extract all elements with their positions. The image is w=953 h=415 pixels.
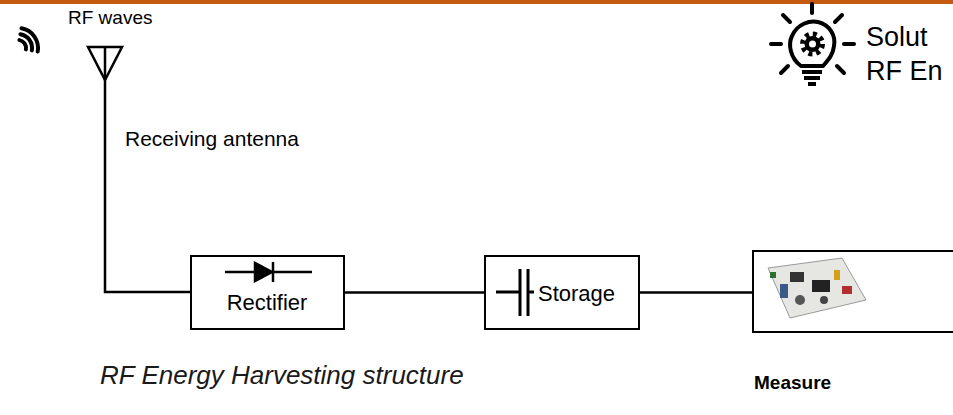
rf-waves-icon — [19, 28, 38, 51]
text-label: RF waves — [68, 7, 152, 29]
header-bar — [0, 0, 953, 4]
capacitor-symbol — [496, 269, 534, 316]
antenna-symbol — [88, 47, 190, 292]
process-box: Measure — [752, 250, 953, 333]
text-label: Receiving antenna — [125, 127, 299, 151]
figure-caption: RF Energy Harvesting structure — [100, 361, 464, 391]
diode-symbol — [225, 262, 312, 282]
box-label: Rectifier — [227, 290, 308, 315]
box-heading: Measure — [754, 372, 831, 394]
wire-connector — [345, 291, 484, 294]
lightbulb-icon — [771, 4, 854, 84]
box-label: Storage — [538, 281, 615, 306]
wire-connector — [640, 291, 752, 294]
process-box: Rectifier — [190, 255, 345, 330]
text-label: RF En — [866, 56, 943, 87]
circuit-board-picture — [768, 258, 866, 318]
process-box: Storage — [484, 255, 640, 330]
text-label: Solut — [866, 22, 928, 53]
